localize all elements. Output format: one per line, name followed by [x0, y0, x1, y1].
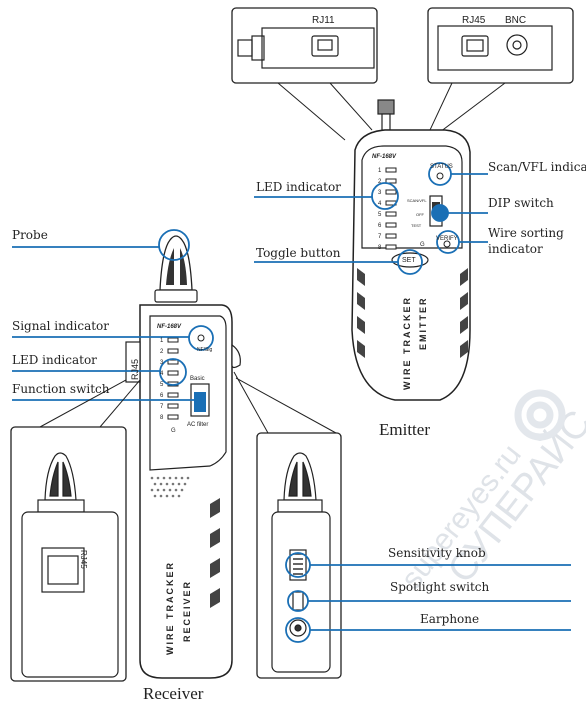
label-wire-sorting-2: indicator [488, 242, 543, 256]
label-probe: Probe [12, 228, 48, 242]
label-scan-vfl-indicator: Scan/VFL indicator [488, 160, 586, 174]
emitter-led-7: 7 [378, 234, 382, 240]
receiver-led-8: 8 [160, 415, 164, 421]
rj45-detail-leader [39, 379, 141, 428]
emitter-set-button[interactable] [391, 252, 429, 268]
label-toggle-button: Toggle button [256, 246, 341, 260]
emitter-led-1: 1 [378, 168, 382, 174]
emitter-g-text: G [420, 242, 425, 248]
emitter-led-4: 4 [378, 201, 382, 207]
receiver-led-1: 1 [160, 338, 164, 344]
receiver-led-6: 6 [160, 393, 164, 399]
emitter-set-text: SET [402, 257, 416, 264]
rj45-bnc-callout-box [427, 7, 574, 84]
label-wire-sorting-1: Wire sorting [488, 226, 564, 240]
label-earphone: Earphone [420, 612, 480, 626]
label-spotlight-switch: Spotlight switch [390, 580, 490, 594]
emitter-off-text: OFF [416, 212, 424, 217]
rj45-top-label: RJ45 [462, 15, 486, 26]
receiver-g-text: G [171, 428, 176, 434]
receiver-function-slider [194, 392, 206, 412]
emitter-highlights [371, 162, 460, 275]
label-dip-switch: DIP switch [488, 196, 554, 210]
emitter-leader-lines [254, 173, 488, 263]
side-detail-leader-lines [308, 564, 571, 631]
receiver-probe [159, 235, 193, 291]
emitter-led-5: 5 [378, 212, 382, 218]
receiver-side-knob[interactable] [231, 343, 241, 369]
receiver-speaker-grille [150, 476, 190, 498]
receiver-title: Receiver [143, 684, 204, 703]
receiver-side-rj45-port [125, 341, 141, 383]
watermark-gear-icon [514, 389, 566, 441]
label-signal-indicator: Signal indicator [12, 319, 110, 333]
emitter-scan-vfl-text: SCAN/VFL [407, 198, 427, 203]
receiver-led-2: 2 [160, 349, 164, 355]
label-function-switch: Function switch [12, 382, 110, 396]
emitter-status-text: STATUS [430, 164, 453, 170]
emitter-test-text: TEST [411, 223, 422, 228]
label-led-indicator-emitter: LED indicator [256, 180, 341, 194]
emitter-name-text-1: WIRE TRACKER [402, 296, 412, 390]
receiver-led-5: 5 [160, 382, 164, 388]
emitter-led-2: 2 [378, 179, 382, 185]
rj45-detail-text: RJ45 [79, 550, 88, 569]
emitter-title: Emitter [379, 420, 430, 439]
callout-leader-right [429, 82, 506, 133]
label-sensitivity-knob: Sensitivity knob [388, 546, 486, 560]
receiver-ac-filter-text: AC filter [187, 422, 209, 428]
rj45-bnc-port-detail [437, 25, 553, 71]
receiver-face-panel [149, 315, 227, 471]
receiver-name-text-2: RECEIVER [182, 579, 192, 642]
rj11-callout-box [231, 7, 378, 84]
label-led-indicator-receiver: LED indicator [12, 353, 97, 367]
receiver-model-text: NF-168V [157, 324, 182, 330]
receiver-highlights [158, 229, 214, 386]
receiver-leader-lines [12, 246, 194, 401]
emitter-model-text: NF-168V [372, 154, 397, 160]
rj11-label: RJ11 [312, 15, 335, 26]
receiver-led-4: 4 [160, 371, 164, 377]
receiver-probe-collar [154, 289, 198, 303]
emitter-name-text-2: EMITTER [418, 296, 428, 351]
emitter-status-led [436, 172, 444, 180]
receiver-nfsig-text: NF/Sig [197, 347, 213, 353]
side-detail-leader [233, 371, 337, 434]
emitter-led-3: 3 [378, 190, 382, 196]
receiver-side-rj45-text: RJ45 [130, 358, 140, 380]
receiver-name-text-1: WIRE TRACKER [165, 561, 175, 655]
emitter-verify-text: VERIFY [436, 236, 458, 242]
emitter-grip-slots [357, 268, 468, 358]
receiver-led-3: 3 [160, 360, 164, 366]
receiver-basic-text: Basic [190, 376, 205, 382]
callout-leader-left [277, 82, 373, 141]
emitter-led-column [385, 167, 397, 250]
receiver-grip-slots [210, 498, 220, 608]
emitter-led-8: 8 [378, 245, 382, 251]
rj11-port-detail [237, 27, 375, 69]
rj45-detail-device [21, 452, 119, 678]
emitter-led-6: 6 [378, 223, 382, 229]
bnc-label: BNC [505, 15, 527, 26]
emitter-verify-led [443, 240, 451, 248]
emitter-antenna [377, 99, 395, 131]
receiver-signal-led [197, 334, 205, 342]
receiver-led-7: 7 [160, 404, 164, 410]
